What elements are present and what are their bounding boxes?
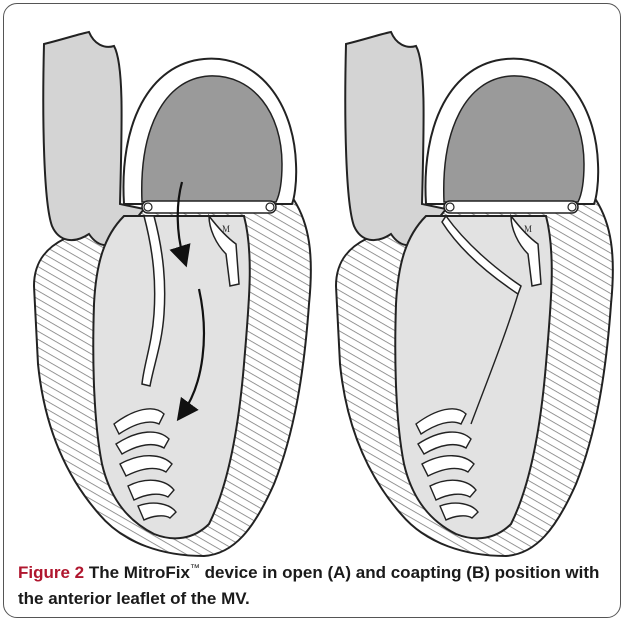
mitral-annulus bbox=[142, 201, 276, 213]
trademark-symbol: ™ bbox=[190, 563, 200, 574]
panel-coapting-heart: M bbox=[336, 32, 613, 556]
figure-caption: Figure 2 The MitroFix™ device in open (A… bbox=[18, 560, 610, 612]
panel-open-heart: M bbox=[34, 32, 311, 556]
figure-frame: M bbox=[3, 3, 621, 618]
heart-diagram-illustration: M bbox=[4, 4, 621, 564]
svg-text:M: M bbox=[222, 224, 230, 234]
caption-text-start: The MitroFix bbox=[89, 563, 190, 582]
figure-label: Figure 2 bbox=[18, 563, 84, 582]
svg-text:M: M bbox=[524, 224, 532, 234]
mitral-annulus bbox=[444, 201, 578, 213]
